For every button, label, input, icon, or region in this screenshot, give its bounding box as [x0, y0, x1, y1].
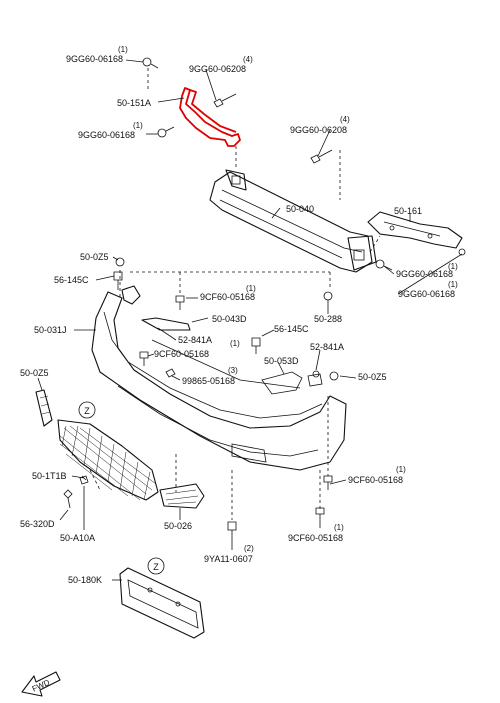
bolt-icon — [175, 295, 185, 310]
svg-text:(1): (1) — [230, 339, 240, 348]
label-9cf60-05168-d: (1) 9CF60-05168 — [288, 523, 344, 543]
bolt-icon — [213, 93, 237, 108]
svg-text:9GG60-06208: 9GG60-06208 — [290, 125, 347, 135]
label-50-031j: 50-031J — [34, 325, 67, 335]
clip-50-288 — [323, 291, 333, 308]
bracket-50-151a-highlighted — [179, 87, 241, 147]
clip-56-145c — [113, 271, 123, 290]
bolt-icon — [315, 507, 325, 522]
svg-text:9CF60-05168: 9CF60-05168 — [348, 475, 403, 485]
bolt-icon — [142, 57, 159, 69]
lower-grille-50-1t1b — [57, 419, 159, 501]
svg-text:9GG60-06168: 9GG60-06168 — [78, 130, 135, 140]
label-50-151a: 50-151A — [117, 98, 151, 108]
label-9gg60-06168-r1: (1) 9GG60-06168 — [396, 262, 458, 279]
svg-text:FWD: FWD — [31, 678, 52, 694]
leader-lines — [37, 59, 463, 581]
bracket-50-161 — [367, 211, 463, 249]
svg-text:(3): (3) — [228, 366, 238, 375]
label-50-0z5-right: 50-0Z5 — [358, 372, 387, 382]
bolt-icon — [310, 149, 333, 164]
svg-text:9GG60-06168: 9GG60-06168 — [66, 54, 123, 64]
screw-icon — [165, 368, 176, 378]
label-50-180k: 50-180K — [68, 575, 102, 585]
label-9gg60-06208-top: (4) 9GG60-06208 — [189, 55, 253, 74]
label-50-026: 50-026 — [164, 521, 192, 531]
svg-text:Z: Z — [153, 562, 159, 572]
nut-icon — [329, 371, 339, 381]
label-9gg60-06168-mid: (1) 9GG60-06168 — [78, 121, 143, 140]
label-9cf60-05168-a: (1) 9CF60-05168 — [200, 284, 256, 302]
svg-text:9CF60-05168: 9CF60-05168 — [288, 533, 343, 543]
svg-text:9CF60-05168: 9CF60-05168 — [200, 292, 255, 302]
label-56-145c-right: 56-145C — [274, 324, 309, 334]
label-50-0z5-left: 50-0Z5 — [20, 368, 49, 378]
bumper-cover-50-031j — [91, 285, 347, 471]
svg-text:99865-05168: 99865-05168 — [182, 376, 235, 386]
svg-text:(1): (1) — [396, 465, 406, 474]
label-52-841a-right: 52-841A — [310, 342, 344, 352]
label-9gg60-06208-right: (4) 9GG60-06208 — [290, 115, 350, 135]
assembly-guide-lines — [89, 68, 381, 520]
side-cover-50-025 — [35, 389, 53, 427]
label-9cf60-05168-b: (1) 9CF60-05168 — [154, 339, 240, 359]
bolt-icon — [139, 351, 149, 366]
label-50-0z5-top: 50-0Z5 — [80, 252, 109, 262]
label-50-1t1b: 50-1T1B — [32, 471, 67, 481]
label-9cf60-05168-c: (1) 9CF60-05168 — [348, 465, 406, 485]
bolt-icon — [375, 259, 393, 271]
nut-icon — [115, 257, 125, 267]
label-50-040: 50-040 — [286, 204, 314, 214]
svg-text:9GG60-06168: 9GG60-06168 — [398, 289, 455, 299]
fog-cover-50-026 — [159, 483, 205, 509]
svg-text:(1): (1) — [133, 121, 143, 130]
svg-text:9YA11-0607: 9YA11-0607 — [204, 554, 253, 564]
label-56-320d: 56-320D — [20, 519, 55, 529]
front-direction-arrow: FWD — [21, 671, 61, 697]
label-56-145c-left: 56-145C — [54, 275, 89, 285]
nut-icon — [312, 370, 320, 378]
screw-icon — [63, 489, 73, 509]
label-9gg60-06168-top: (1) 9GG60-06168 — [66, 45, 128, 64]
label-9ya11-0607: (2) 9YA11-0607 — [204, 544, 254, 564]
label-50-288: 50-288 — [314, 314, 342, 324]
svg-text:9CF60-05168: 9CF60-05168 — [154, 349, 209, 359]
svg-text:9GG60-06208: 9GG60-06208 — [189, 64, 246, 74]
callout-z-2: Z — [147, 557, 165, 575]
svg-text:(4): (4) — [340, 115, 350, 124]
svg-text:(1): (1) — [334, 523, 344, 532]
bolt-icon — [323, 475, 333, 490]
label-50-161: 50-161 — [394, 206, 422, 216]
bolt-icon — [458, 248, 466, 256]
svg-text:(4): (4) — [243, 55, 253, 64]
callout-z-1: Z — [78, 401, 96, 419]
bolt-icon — [227, 521, 237, 542]
clip-56-145c — [251, 337, 261, 354]
svg-text:(2): (2) — [244, 544, 254, 553]
label-50-a10a: 50-A10A — [60, 533, 95, 543]
label-52-841a-left: 52-841A — [178, 335, 212, 345]
bolt-icon — [157, 126, 175, 138]
label-99865-05168: (3) 99865-05168 — [182, 366, 238, 386]
svg-text:(1): (1) — [448, 262, 458, 271]
label-50-043d: 50-043D — [212, 314, 247, 324]
svg-text:(1): (1) — [118, 45, 128, 54]
license-bracket-50-180k — [119, 567, 205, 639]
svg-text:9GG60-06168: 9GG60-06168 — [396, 269, 453, 279]
svg-text:(1): (1) — [448, 280, 458, 289]
bumper-reinforcement-50-040 — [209, 169, 377, 273]
label-50-053d: 50-053D — [264, 356, 299, 366]
label-9gg60-06168-r2: (1) 9GG60-06168 — [398, 280, 458, 299]
svg-text:Z: Z — [84, 406, 90, 416]
svg-text:(1): (1) — [246, 284, 256, 293]
